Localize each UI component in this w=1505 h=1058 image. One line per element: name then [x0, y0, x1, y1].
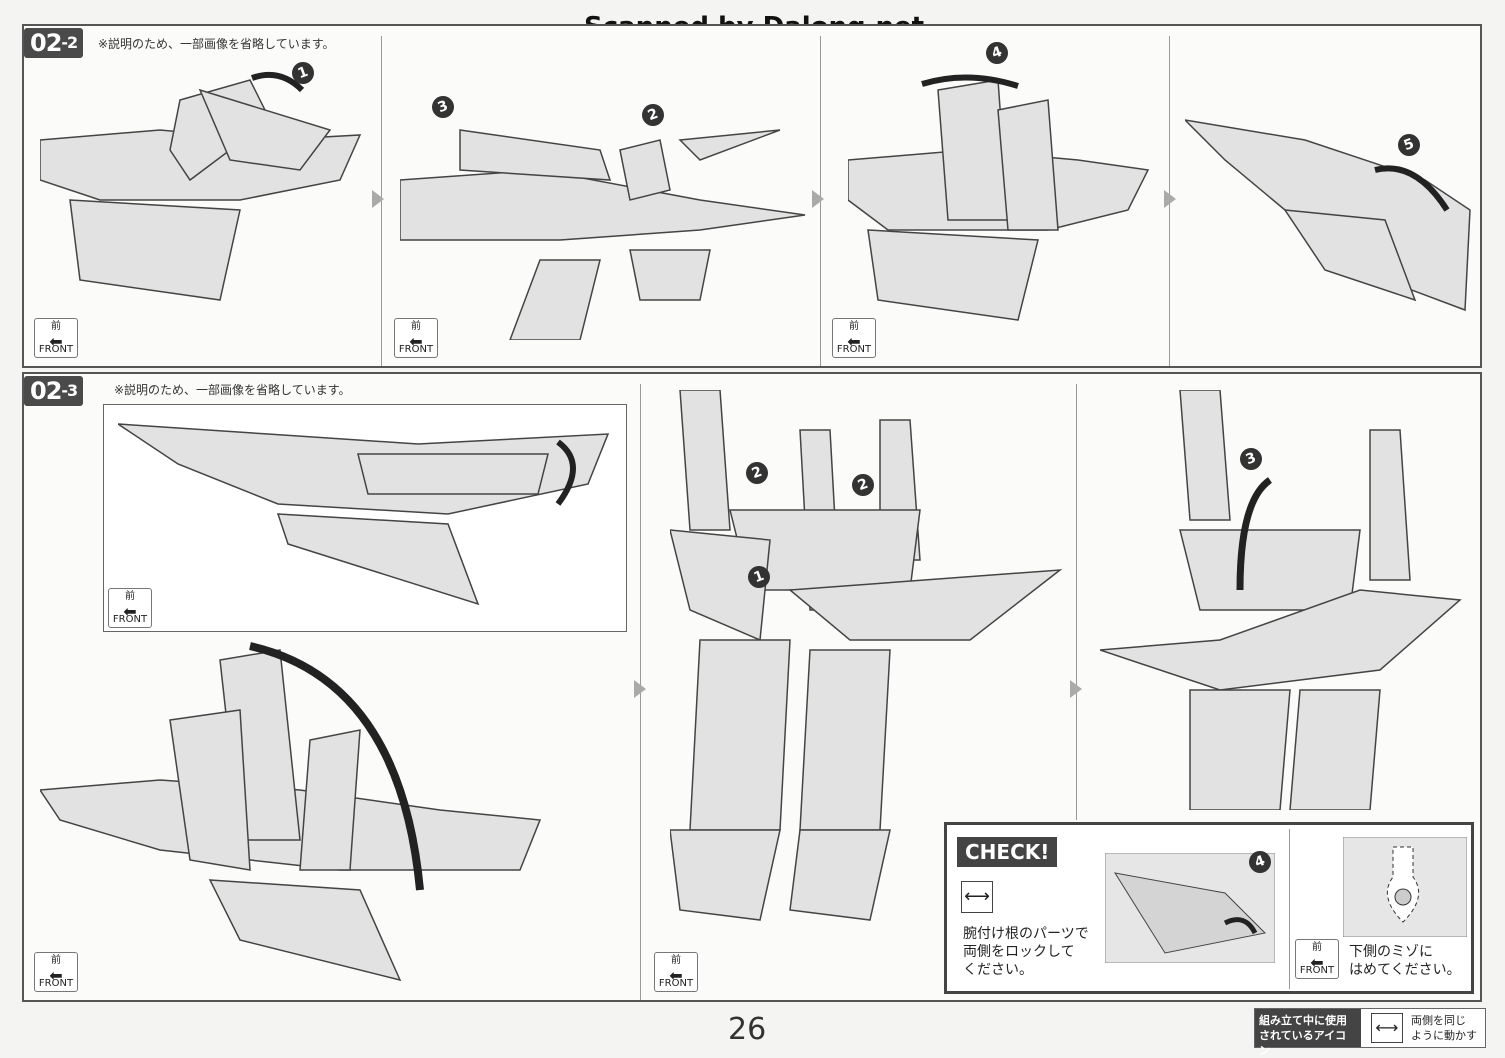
valkyrie-fighter-illustration [400, 129, 806, 340]
arrow-left-icon: ⬅ [409, 332, 423, 351]
front-label: FRONT [112, 614, 148, 625]
check-line: 両側をロックして [963, 944, 1075, 960]
valkyrie-fighter-illustration [848, 74, 1150, 321]
legend-line: されているアイコン [1259, 1029, 1347, 1057]
front-kanji: 前 [671, 955, 681, 966]
arrow-left-icon: ⬅ [49, 332, 63, 351]
step-02-2-note: ※説明のため、一部画像を省略しています。 [98, 37, 335, 51]
front-orientation-icon: 前 ⬅ FRONT [394, 318, 438, 358]
front-label: FRONT [38, 344, 74, 355]
next-arrow [1164, 190, 1176, 208]
front-kanji: 前 [411, 321, 421, 332]
check-callout: CHECK! ⟷ 腕付け根のパーツで 両側をロックして ください。 4 前 ⬅ … [944, 822, 1474, 994]
arrow-left-icon: ⬅ [669, 966, 683, 985]
front-kanji: 前 [849, 321, 859, 332]
legend-title: 組み立て中に使用 されているアイコン [1255, 1009, 1361, 1057]
valkyrie-fighter-illustration [118, 423, 610, 606]
step-02-3-note: ※説明のため、一部画像を省略しています。 [114, 383, 351, 397]
next-arrow [372, 190, 384, 208]
legend-line: ように動かす [1411, 1029, 1477, 1042]
arrow-left-icon: ⬅ [1310, 953, 1324, 972]
front-orientation-icon: 前 ⬅ FRONT [1295, 939, 1339, 979]
next-arrow [1070, 680, 1082, 698]
arrow-left-icon: ⬅ [123, 602, 137, 621]
front-kanji: 前 [51, 955, 61, 966]
valkyrie-transformation-illustration [670, 390, 1063, 921]
step-minor: -3 [61, 381, 78, 400]
front-orientation-icon: 前 ⬅ FRONT [34, 952, 78, 992]
symmetric-move-icon: ⟷ [1371, 1013, 1403, 1043]
step-02-2-badge: 02-2 [24, 28, 84, 58]
front-label: FRONT [1299, 965, 1335, 976]
groove-detail-illustration [1343, 837, 1467, 937]
arrow-left-icon: ⬅ [847, 332, 861, 351]
front-kanji: 前 [125, 591, 135, 602]
legend-description: 両側を同じ ように動かす [1411, 1013, 1477, 1043]
page-number: 26 [728, 1012, 767, 1047]
step-major: 02 [30, 377, 62, 405]
front-orientation-icon: 前 ⬅ FRONT [34, 318, 78, 358]
symmetric-move-icon: ⟷ [961, 881, 993, 913]
front-orientation-icon: 前 ⬅ FRONT [108, 588, 152, 628]
front-orientation-icon: 前 ⬅ FRONT [832, 318, 876, 358]
check-line: 下側のミゾに [1349, 944, 1433, 960]
check-instruction: 腕付け根のパーツで 両側をロックして ください。 [963, 925, 1089, 979]
valkyrie-transformation-illustration [1100, 390, 1462, 810]
valkyrie-fighter-illustration [1185, 119, 1471, 312]
next-arrow [812, 190, 824, 208]
step-02-2-panel [22, 24, 1482, 368]
check-instruction-2: 下側のミゾに はめてください。 [1349, 943, 1461, 979]
valkyrie-fighter-illustration [40, 72, 362, 301]
front-orientation-icon: 前 ⬅ FRONT [654, 952, 698, 992]
legend-line: 両側を同じ [1411, 1014, 1466, 1027]
front-kanji: 前 [51, 321, 61, 332]
step-minor: -2 [61, 33, 78, 52]
check-title: CHECK! [957, 837, 1058, 867]
step-02-3-badge: 02-3 [24, 376, 84, 406]
front-label: FRONT [38, 978, 74, 989]
icon-legend: 組み立て中に使用 されているアイコン ⟷ 両側を同じ ように動かす [1254, 1008, 1486, 1057]
divider [1076, 384, 1077, 820]
legend-line: 組み立て中に使用 [1259, 1014, 1347, 1027]
arm-lock-detail-illustration [1105, 853, 1275, 963]
divider [1289, 829, 1290, 989]
front-label: FRONT [658, 978, 694, 989]
next-arrow [634, 680, 646, 698]
front-kanji: 前 [1312, 942, 1322, 953]
front-label: FRONT [836, 344, 872, 355]
check-line: はめてください。 [1349, 962, 1461, 978]
check-line: ください。 [963, 962, 1033, 978]
valkyrie-transformation-illustration [40, 642, 542, 982]
check-line: 腕付け根のパーツで [963, 926, 1089, 942]
arrow-left-icon: ⬅ [49, 966, 63, 985]
front-label: FRONT [398, 344, 434, 355]
step-major: 02 [30, 29, 62, 57]
